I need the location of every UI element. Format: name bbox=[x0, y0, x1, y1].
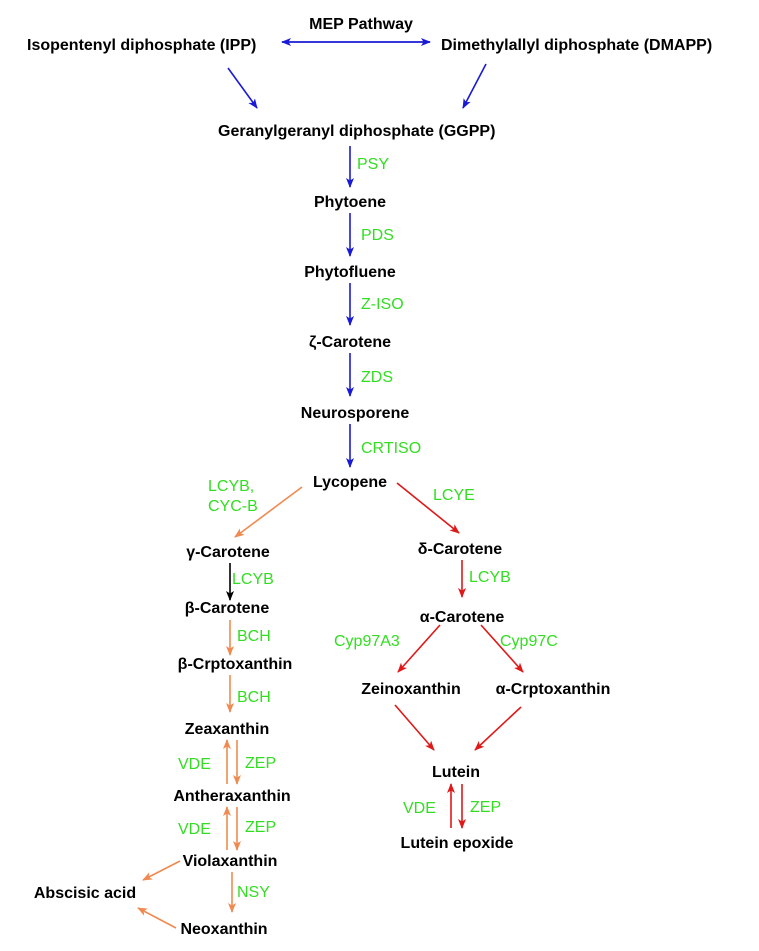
enzyme-vde-lutein: VDE bbox=[403, 800, 436, 817]
arrow-zeinoxanthin-to-lutein bbox=[394, 704, 435, 751]
enzyme-lcyb-gamma: LCYB bbox=[232, 571, 274, 588]
enzyme-lcyb-delta: LCYB bbox=[469, 569, 511, 586]
enzyme-psy: PSY bbox=[357, 156, 389, 173]
enzyme-cyp97c: Cyp97C bbox=[500, 633, 558, 650]
pathway-title: MEP Pathway bbox=[309, 16, 413, 33]
compound-ggpp: Geranylgeranyl diphosphate (GGPP) bbox=[218, 123, 495, 140]
enzyme-zep-2: ZEP bbox=[245, 819, 276, 836]
enzyme-zep-1: ZEP bbox=[245, 755, 276, 772]
compound-phytofluene: Phytofluene bbox=[304, 264, 396, 281]
arrow-ipp-to-ggpp bbox=[227, 67, 258, 109]
compound-beta-crptoxanthin: β-Crptoxanthin bbox=[178, 656, 293, 673]
enzyme-z-iso: Z-ISO bbox=[361, 296, 404, 313]
compound-violaxanthin: Violaxanthin bbox=[183, 853, 278, 870]
compound-zeaxanthin: Zeaxanthin bbox=[185, 721, 269, 738]
enzyme-zep-lutein: ZEP bbox=[470, 799, 501, 816]
red-arrows bbox=[394, 482, 524, 829]
enzyme-bch-1: BCH bbox=[237, 628, 271, 645]
compound-delta-carotene: δ-Carotene bbox=[418, 541, 502, 558]
enzyme-bch-2: BCH bbox=[237, 689, 271, 706]
enzyme-nsy: NSY bbox=[237, 884, 270, 901]
compound-alpha-crptoxanthin: α-Crptoxanthin bbox=[496, 681, 611, 698]
arrow-lycopene-to-gamma-carotene bbox=[234, 486, 303, 538]
enzyme-crtiso: CRTISO bbox=[361, 440, 421, 457]
compound-neoxanthin: Neoxanthin bbox=[180, 921, 267, 938]
compound-antheraxanthin: Antheraxanthin bbox=[173, 788, 290, 805]
enzyme-zds: ZDS bbox=[361, 369, 393, 386]
compound-lutein: Lutein bbox=[432, 764, 480, 781]
orange-arrows bbox=[137, 486, 303, 929]
enzyme-lcyb-line1: LCYB, bbox=[208, 478, 254, 495]
compound-lutein-epoxide: Lutein epoxide bbox=[401, 835, 514, 852]
compound-beta-carotene: β-Carotene bbox=[185, 600, 270, 617]
compound-lycopene: Lycopene bbox=[313, 474, 387, 491]
arrow-violaxanthin-to-abscisic-acid bbox=[142, 860, 181, 881]
compound-labels: Isopentenyl diphosphate (IPP) Dimethylal… bbox=[27, 37, 712, 938]
enzyme-labels: PSY PDS Z-ISO ZDS CRTISO LCYB, CYC-B LCY… bbox=[178, 156, 558, 901]
compound-gamma-carotene: γ-Carotene bbox=[186, 544, 270, 561]
compound-zeta-carotene: ζ-Carotene bbox=[309, 334, 391, 351]
compound-phytoene: Phytoene bbox=[314, 194, 386, 211]
enzyme-pds: PDS bbox=[361, 227, 394, 244]
arrow-neoxanthin-to-abscisic-acid bbox=[137, 907, 177, 929]
compound-alpha-carotene: α-Carotene bbox=[420, 609, 505, 626]
compound-ipp: Isopentenyl diphosphate (IPP) bbox=[27, 37, 256, 54]
arrow-alpha-carotene-to-alpha-crptoxanthin bbox=[480, 624, 524, 673]
compound-abscisic-acid: Abscisic acid bbox=[34, 885, 136, 902]
arrow-alpha-crptoxanthin-to-lutein bbox=[474, 706, 522, 751]
arrow-alpha-carotene-to-zeinoxanthin bbox=[397, 624, 441, 673]
compound-zeinoxanthin: Zeinoxanthin bbox=[361, 681, 461, 698]
compound-neurosporene: Neurosporene bbox=[301, 405, 410, 422]
arrow-dmapp-to-ggpp bbox=[462, 63, 487, 109]
arrow-lycopene-to-delta-carotene bbox=[396, 482, 460, 534]
enzyme-vde-2: VDE bbox=[178, 821, 211, 838]
blue-arrows bbox=[227, 38, 487, 468]
compound-dmapp: Dimethylallyl diphosphate (DMAPP) bbox=[441, 37, 712, 54]
enzyme-lcye: LCYE bbox=[433, 487, 475, 504]
enzyme-cycb-line2: CYC-B bbox=[208, 498, 258, 515]
enzyme-vde-1: VDE bbox=[178, 756, 211, 773]
enzyme-cyp97a3: Cyp97A3 bbox=[334, 633, 400, 650]
